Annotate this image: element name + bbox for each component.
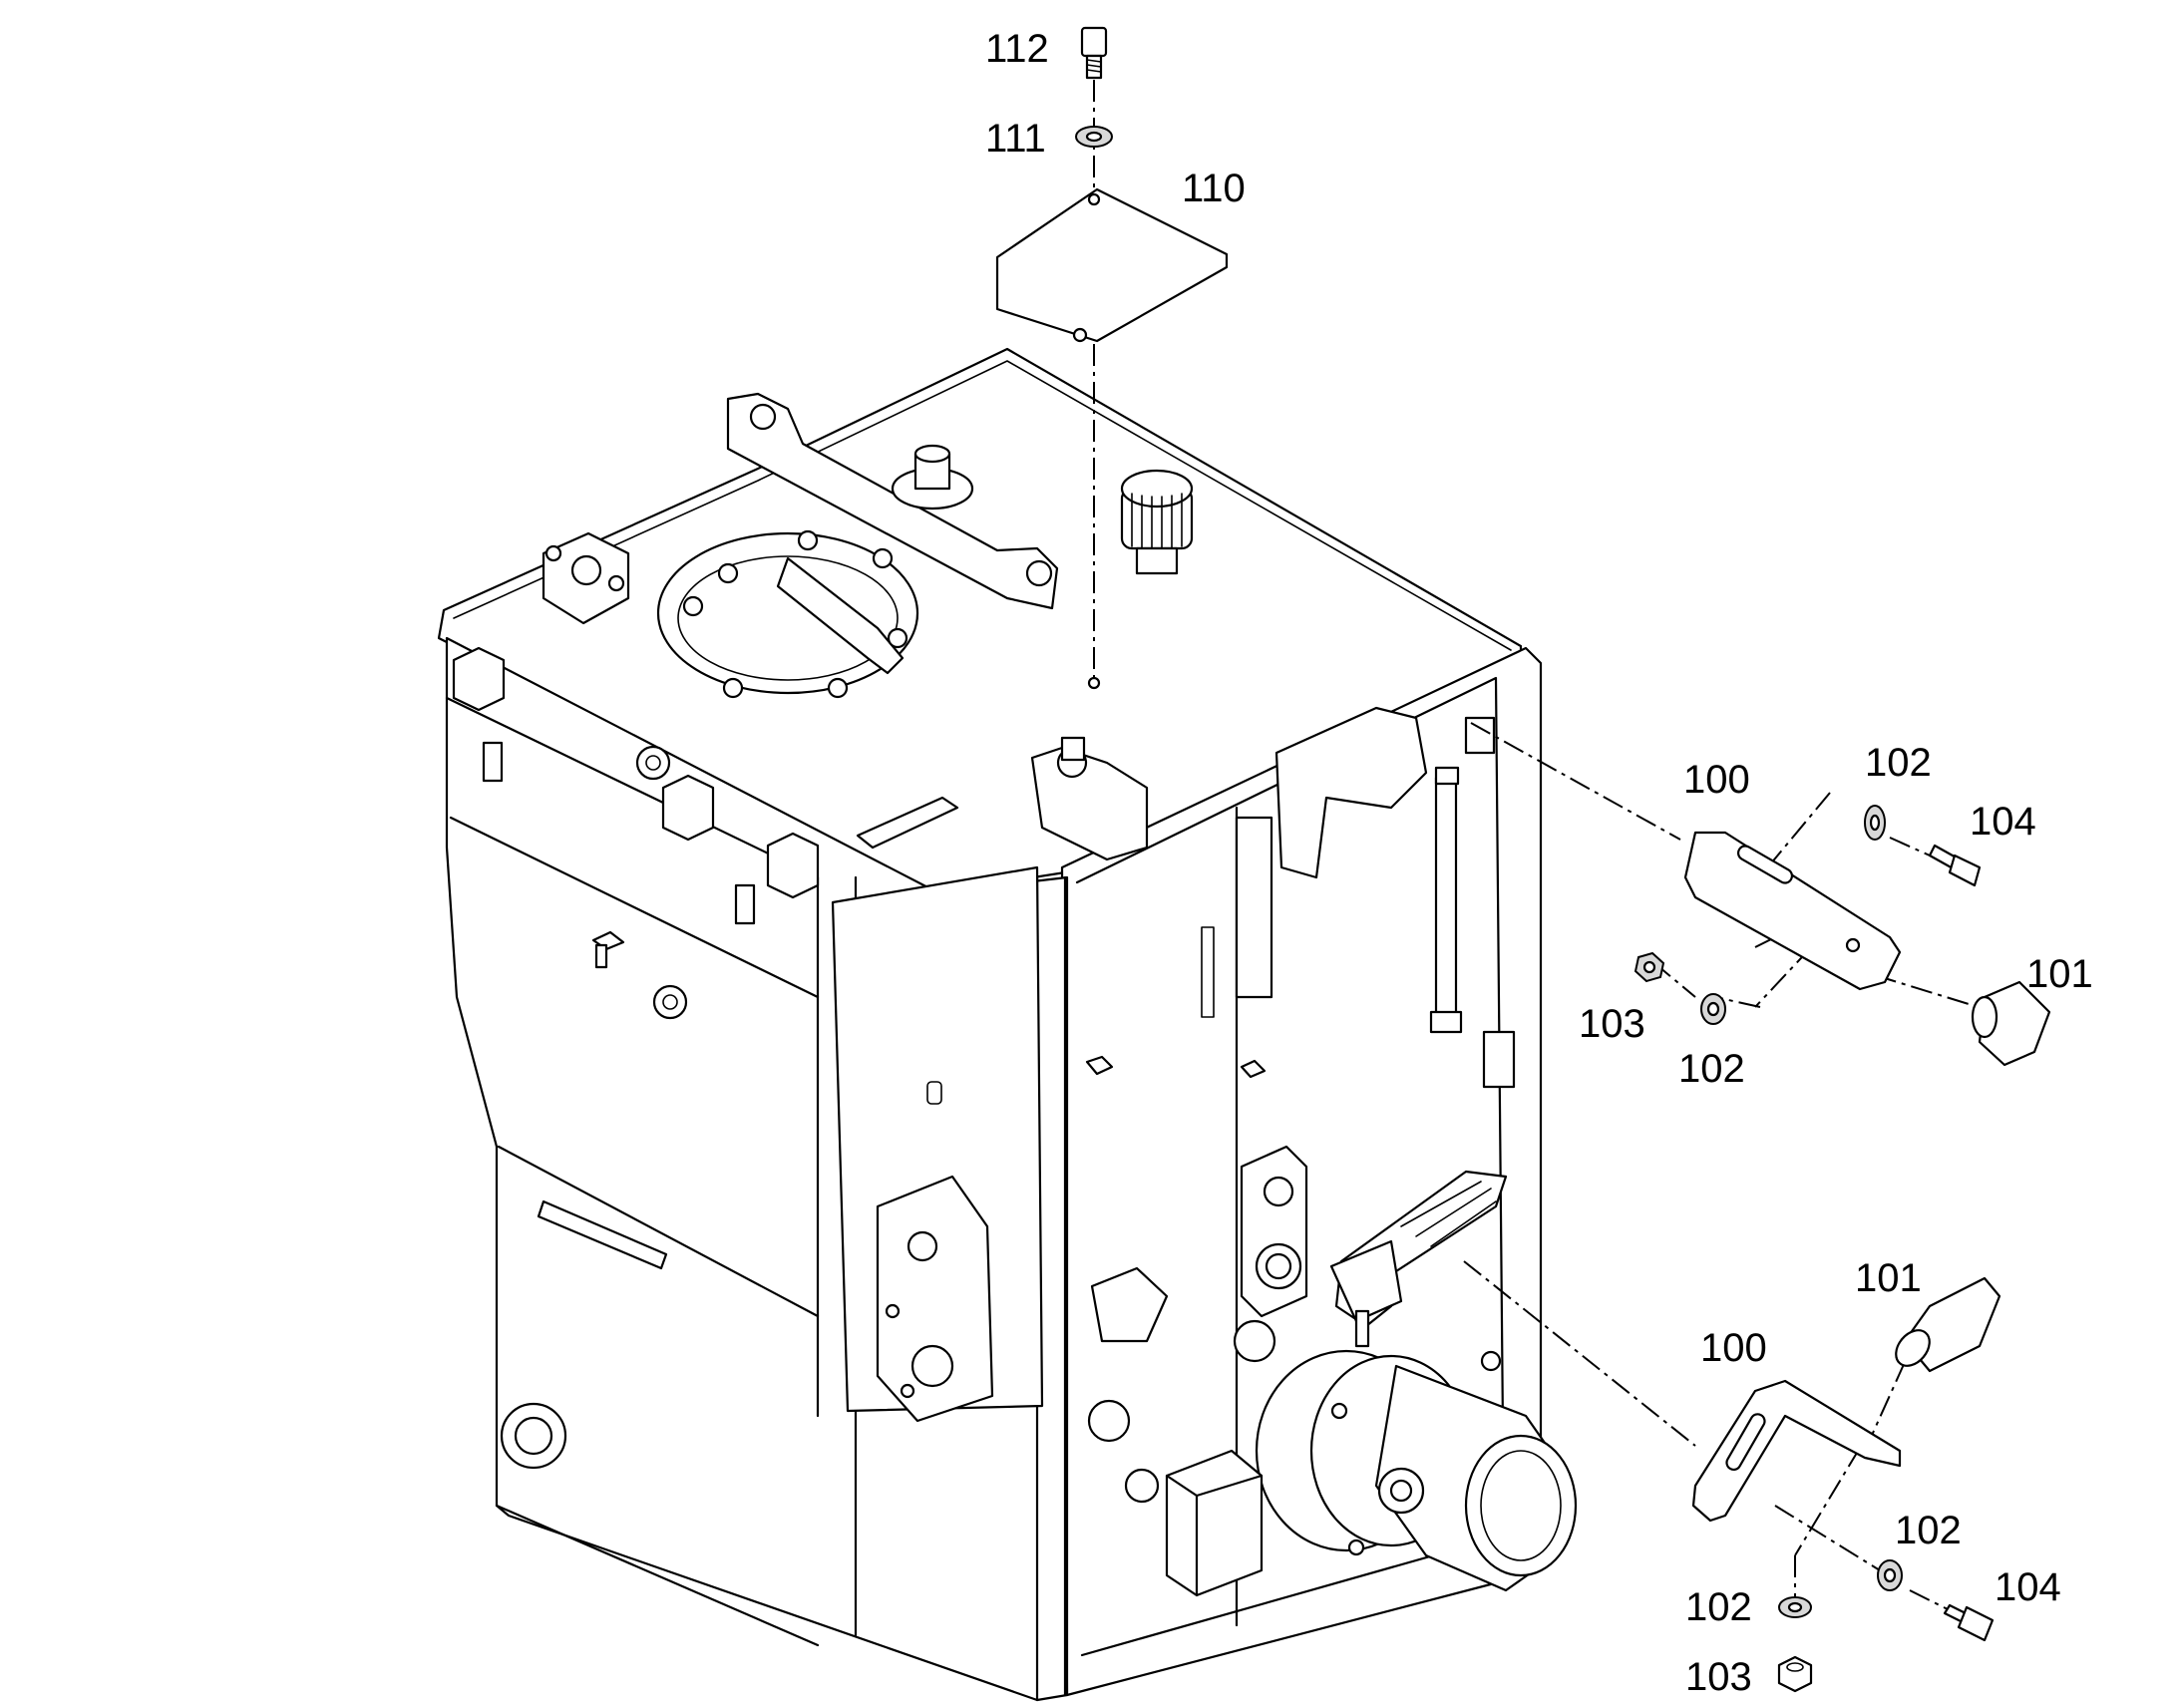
callout-103-upper: 103	[1579, 1002, 1645, 1046]
bracket-icon	[1683, 831, 1902, 991]
rubber-buffer-icon	[1895, 1276, 2001, 1373]
callout-102-lower-left: 102	[1685, 1585, 1752, 1629]
screw-icon	[1943, 1603, 1995, 1642]
nut-icon	[1634, 951, 1665, 983]
callout-100-lower: 100	[1700, 1326, 1767, 1370]
callout-110: 110	[1182, 167, 1246, 210]
washer-icon	[1778, 1596, 1812, 1618]
callout-100-upper: 100	[1683, 758, 1750, 802]
screw-icon	[1928, 844, 1982, 887]
washer-icon	[1877, 1559, 1903, 1591]
callout-102-lower-right: 102	[1895, 1509, 1962, 1552]
washer-icon	[1864, 805, 1886, 841]
callout-104-lower: 104	[1995, 1565, 2061, 1609]
nut-icon	[1777, 1655, 1813, 1693]
callout-101-lower: 101	[1855, 1256, 1922, 1300]
screw-icon	[1080, 26, 1108, 80]
callout-112: 112	[985, 27, 1049, 71]
callout-103-lower: 103	[1685, 1655, 1752, 1699]
cover-plate-icon	[995, 187, 1229, 343]
callout-102-upper-lower: 102	[1678, 1047, 1745, 1091]
washer-icon	[1700, 993, 1726, 1025]
hydraulic-tank-icon	[437, 347, 1578, 1702]
callout-101-upper: 101	[2026, 952, 2093, 996]
washer-icon	[1075, 126, 1113, 148]
callout-111: 111	[985, 117, 1046, 161]
callout-102-upper-right: 102	[1865, 741, 1932, 785]
callout-104-upper: 104	[1970, 800, 2036, 844]
bracket-icon	[1691, 1379, 1902, 1523]
rubber-buffer-icon	[1971, 980, 2051, 1067]
